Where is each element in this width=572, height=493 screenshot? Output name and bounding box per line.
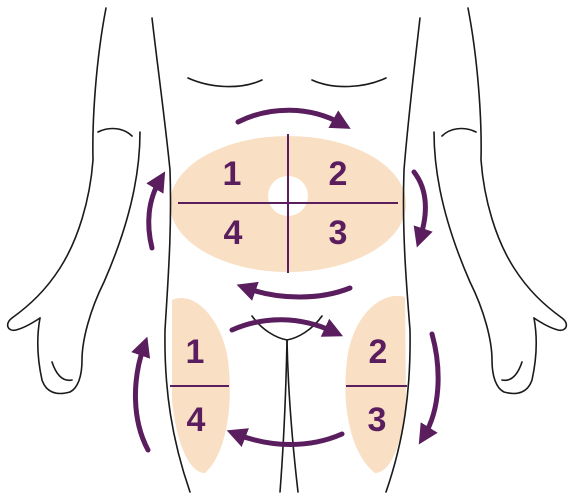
right-thigh-shaded-area bbox=[345, 296, 406, 473]
right-arm-crease bbox=[442, 129, 476, 136]
abdomen-quadrant-3: 3 bbox=[329, 214, 348, 252]
thigh-bottom-arrow bbox=[236, 434, 342, 445]
abdomen-bottom-arrow bbox=[246, 288, 350, 297]
inner-leg-left bbox=[280, 340, 287, 492]
abdomen-right-arrow bbox=[414, 172, 425, 238]
abdomen-left-arrow bbox=[149, 180, 160, 248]
right-chest-line bbox=[312, 78, 386, 87]
abdomen-quadrant-4: 4 bbox=[224, 214, 243, 252]
right-thigh-side-arrow bbox=[424, 334, 438, 436]
left-hand-fingers bbox=[52, 362, 72, 380]
abdomen-quadrant-1: 1 bbox=[223, 155, 242, 193]
right-arm-outer bbox=[468, 8, 566, 330]
left-hand bbox=[38, 132, 140, 394]
thigh-top-arrow bbox=[232, 320, 334, 332]
right-thigh-section-2: 2 bbox=[369, 333, 388, 371]
left-thigh-section-1: 1 bbox=[186, 333, 205, 371]
right-thigh-zone bbox=[345, 296, 407, 473]
left-thigh-side-arrow bbox=[135, 346, 148, 450]
left-thigh-section-4: 4 bbox=[187, 401, 206, 439]
abdomen-top-arrow bbox=[238, 110, 342, 124]
left-thigh-zone bbox=[170, 298, 230, 473]
abdomen-zone bbox=[170, 134, 406, 273]
right-hand-fingers bbox=[502, 362, 522, 380]
left-arm-outer bbox=[8, 8, 106, 330]
abdomen-quadrant-2: 2 bbox=[329, 155, 348, 193]
left-arm-crease bbox=[98, 129, 132, 136]
inner-leg-right bbox=[287, 340, 298, 492]
right-hand bbox=[434, 132, 536, 394]
right-thigh-section-3: 3 bbox=[368, 401, 387, 439]
left-chest-line bbox=[188, 78, 262, 87]
